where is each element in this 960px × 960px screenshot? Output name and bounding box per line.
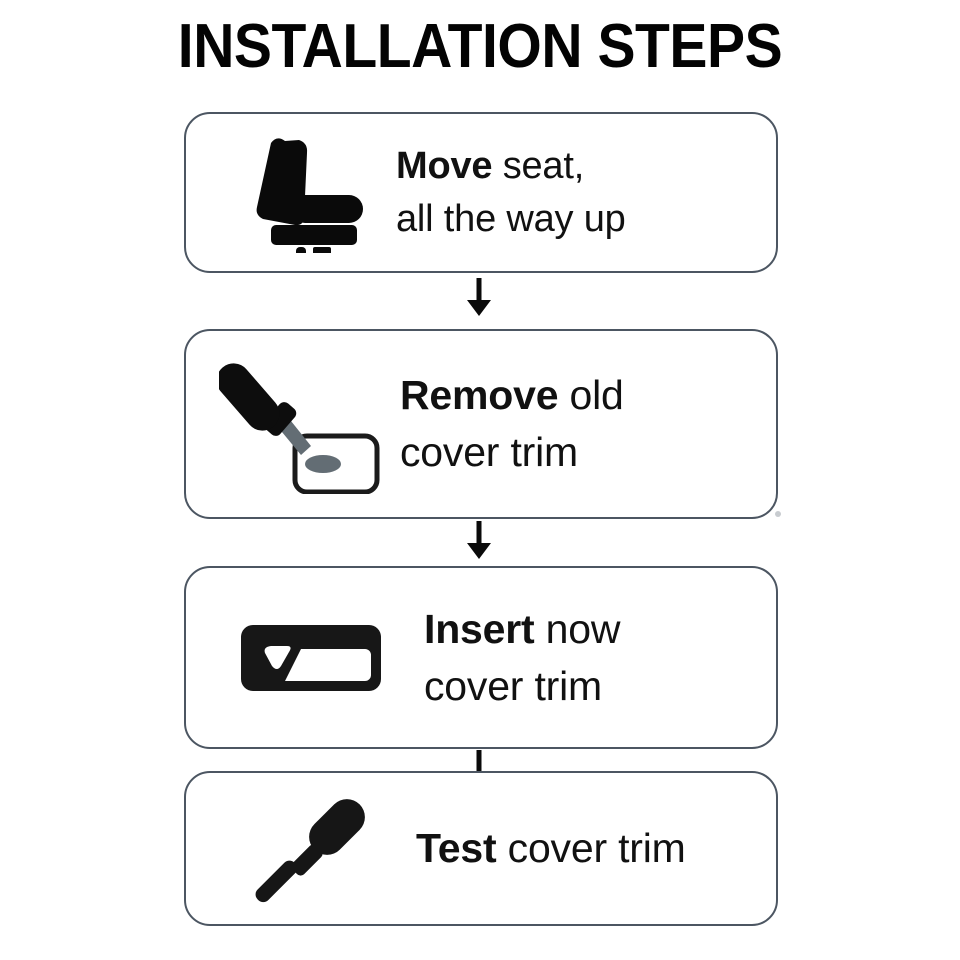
step-label-2-line-2: cover trim [400,429,578,475]
step-card-4: Test cover trim [184,771,778,926]
step-label-1-lead: Move [396,145,493,188]
step-label-2: Remove old cover trim [400,367,776,480]
step-label-4: Test cover trim [416,820,776,877]
step-label-4-lead: Test [416,825,497,872]
step-label-1-rest: seat, [492,145,585,188]
step-card-3: Insert now cover trim [184,566,778,749]
step-card-1: Move seat, all the way up [184,112,778,273]
screwdriver-icon [216,793,406,905]
pry-tool-removing-trim-icon [206,354,396,494]
step-label-1: Move seat, all the way up [396,140,776,245]
step-label-3: Insert now cover trim [424,601,776,714]
step-label-4-rest: cover trim [496,825,686,872]
car-seat-icon [214,133,404,253]
step-card-2: Remove old cover trim [184,329,778,519]
down-arrow-icon [462,278,496,318]
step-label-3-lead: Insert [424,605,535,652]
cover-trim-piece-icon [216,624,406,691]
image-speck-artifact [775,511,781,517]
step-label-1-line-1: Move seat, [396,140,776,192]
step-label-3-line-2: cover trim [424,662,602,709]
down-arrow-icon [462,521,496,561]
step-label-1-line-2: all the way up [396,197,626,240]
step-label-2-line-1: Remove old [400,367,776,424]
step-label-4-line-1: Test cover trim [416,820,776,877]
step-label-3-rest: now [534,605,621,652]
page-title: INSTALLATION STEPS [177,12,783,81]
step-label-2-rest: old [558,372,624,419]
step-label-3-line-1: Insert now [424,601,776,658]
step-label-2-lead: Remove [400,372,559,419]
